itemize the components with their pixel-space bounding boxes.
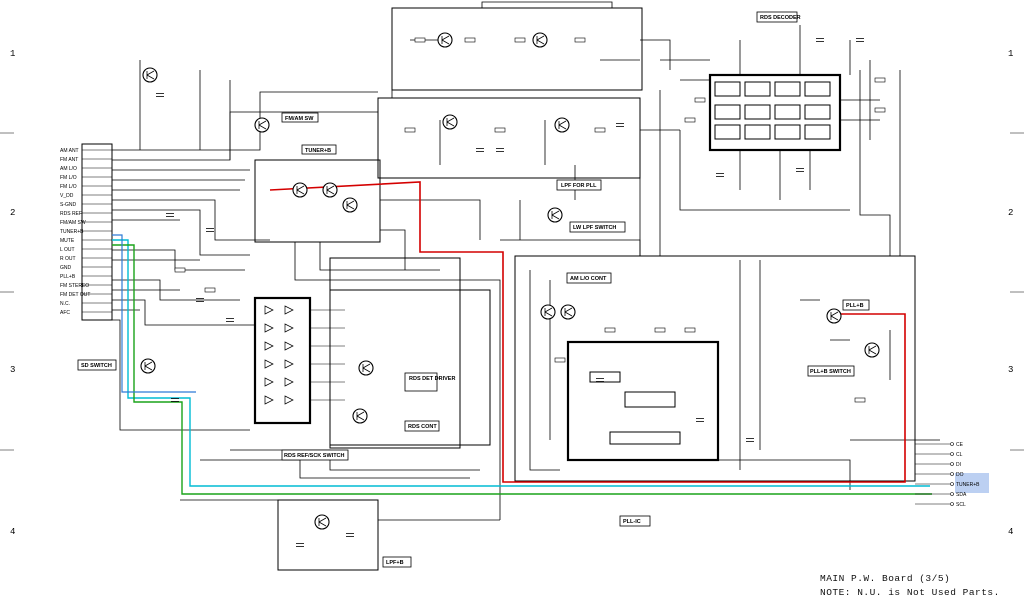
transistor (437, 32, 453, 48)
connector-pin-label: RDS REF (60, 211, 82, 217)
label-lpf-b: LPF+B (386, 560, 404, 566)
label-lpf-for-pll: LPF FOR PLL (561, 183, 597, 189)
cyan-trace (112, 239, 930, 487)
transistor (532, 32, 548, 48)
transistor (322, 182, 338, 198)
row-marker-left-3: 3 (10, 365, 15, 375)
transistor (540, 304, 556, 320)
connector-pin-label: FM L/O (60, 184, 77, 190)
connector-pin-label: FM/AM SW (60, 220, 86, 226)
transistor (560, 304, 576, 320)
red-trace (269, 181, 906, 483)
connector-pin-label: AFC (60, 310, 70, 316)
switch-frame (329, 257, 461, 449)
mid-amp-frame (377, 97, 641, 179)
main-connector: AM ANT FM ANT AM L/O FM L/O FM L/O V_DD S-GND R… (60, 143, 113, 321)
connector-pin-label: L OUT (60, 247, 75, 253)
board-note: NOTE: N.U. is Not Used Parts. (820, 587, 1000, 598)
connector-pin-label: FM L/O (60, 175, 77, 181)
transistor (358, 360, 374, 376)
signal-label: SDA (956, 492, 967, 498)
transistor (864, 342, 880, 358)
top-amp-frame (391, 7, 643, 91)
transistor (554, 117, 570, 133)
label-am-lo-cont: AM L/O CONT (570, 276, 607, 282)
signal-label: SCL (956, 502, 966, 508)
connector-pin-label: FM STEREO (60, 283, 89, 289)
label-pll-ic: PLL-IC (623, 519, 641, 525)
block-labels: RDS DECODER FM/AM SW TUNER+B LPF FOR PLL… (77, 11, 870, 568)
label-rds-cont: RDS CONT (408, 424, 437, 430)
connector-pin-label: V_DD (60, 193, 74, 199)
row-marker-right-4: 4 (1008, 527, 1013, 537)
connector-pin-label: GND (60, 265, 72, 271)
signal-label: DI (956, 462, 961, 468)
signal-label: TUNER+B (956, 482, 980, 488)
row-markers: 1 2 3 4 1 2 3 4 (0, 49, 1024, 537)
right-signal-list: CE CL DI DO TUNER+B SDA SCL (915, 442, 980, 508)
label-rds-det-driver: RDS DET DRIVER (409, 376, 455, 382)
signal-label: CL (956, 452, 963, 458)
label-sd-switch: SD SWITCH (81, 363, 112, 369)
title-block: MAIN P.W. Board (3/5) NOTE: N.U. is Not … (820, 573, 1000, 598)
label-pll-b-switch: PLL+B SWITCH (810, 369, 851, 375)
connector-pin-label: AM L/O (60, 166, 77, 172)
colored-traces (112, 181, 989, 495)
connector-pin-label: MUTE (60, 238, 75, 244)
components (140, 32, 886, 547)
lpf-frame (277, 499, 379, 571)
row-marker-left-2: 2 (10, 208, 15, 218)
row-marker-right-1: 1 (1008, 49, 1013, 59)
transistor (314, 514, 330, 530)
wiring (112, 1, 940, 571)
connector-pin-label: N.C. (60, 301, 70, 307)
row-marker-left-1: 1 (10, 49, 15, 59)
transistor (442, 114, 458, 130)
switch-ic (253, 296, 312, 425)
transistor (352, 408, 368, 424)
pll-ic (566, 340, 720, 462)
transistor (140, 358, 156, 374)
ics (253, 73, 842, 462)
label-rds-decoder: RDS DECODER (760, 15, 801, 21)
label-rds-ref-switch: RDS REF/SCK SWITCH (284, 453, 345, 459)
highlight-box (955, 473, 989, 493)
row-marker-left-4: 4 (10, 527, 15, 537)
green-trace (112, 244, 932, 495)
connector-pin-label: FM DET OUT (60, 292, 90, 298)
label-lw-lpf-switch: LW LPF SWITCH (573, 225, 616, 231)
label-fm-am-sw: FM/AM SW (285, 116, 314, 122)
signal-label: CE (956, 442, 964, 448)
label-tuner-b: TUNER+B (305, 148, 331, 154)
signal-label: DO (956, 472, 964, 478)
rds-frame (329, 289, 491, 446)
transistor (292, 182, 308, 198)
connector-pin-label: S-GND (60, 202, 77, 208)
row-marker-right-3: 3 (1008, 365, 1013, 375)
connector-pin-label: PLL+B (60, 274, 76, 280)
connector-pin-label: R OUT (60, 256, 76, 262)
transistor (547, 207, 563, 223)
transistor (142, 67, 158, 83)
transistor (342, 197, 358, 213)
board-title: MAIN P.W. Board (3/5) (820, 573, 950, 584)
row-marker-right-2: 2 (1008, 208, 1013, 218)
label-pll-b: PLL+B (846, 303, 864, 309)
connector-body (81, 143, 113, 321)
connector-pin-label: FM ANT (60, 157, 78, 163)
connector-pin-label: AM ANT (60, 148, 79, 154)
connector-pin-label: TUNER+B (60, 229, 84, 235)
transistor (254, 117, 270, 133)
transistor (826, 308, 842, 324)
blue-trace (112, 234, 196, 393)
tuner-frame (254, 159, 381, 243)
